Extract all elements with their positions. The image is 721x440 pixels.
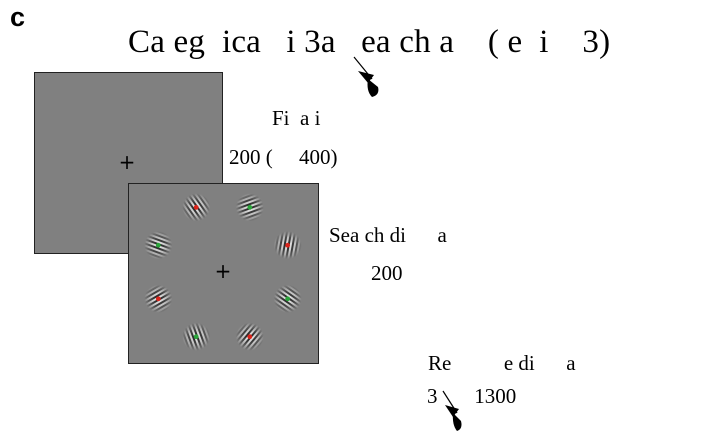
search-item [139, 279, 178, 318]
search-item [271, 228, 304, 262]
search-item [231, 189, 268, 226]
search-label-line1: Sea ch di a [329, 223, 447, 247]
panel-letter: c [10, 2, 26, 32]
broken-glyph-icon [442, 390, 462, 431]
response-label-line1: Re e di a [428, 351, 576, 375]
search-label-line2: 200 [371, 261, 403, 285]
color-dot [247, 334, 253, 340]
search-item [230, 316, 270, 357]
color-dot [155, 296, 161, 302]
search-item [268, 279, 308, 319]
search-array: + [139, 187, 308, 357]
search-item [176, 187, 216, 227]
search-cross: + [215, 259, 232, 283]
response-label-line2: 3 1300 [427, 384, 517, 408]
fixation-label-line1: Fi a i [272, 106, 321, 130]
search-item [140, 227, 177, 264]
search-display-screen [128, 183, 319, 364]
fixation-label-line2: 200 ( 400) [229, 145, 338, 169]
color-dot [193, 204, 199, 210]
color-dot [285, 242, 291, 248]
search-item [178, 318, 215, 355]
color-dot [285, 296, 291, 302]
color-dot [247, 204, 253, 210]
broken-glyph-icon [353, 56, 379, 97]
fixation-cross: + [118, 150, 136, 174]
color-dot [155, 242, 161, 248]
color-dot [193, 334, 199, 340]
diagram-title: Ca eg ica i 3a ea ch a ( e i 3) [128, 24, 611, 60]
